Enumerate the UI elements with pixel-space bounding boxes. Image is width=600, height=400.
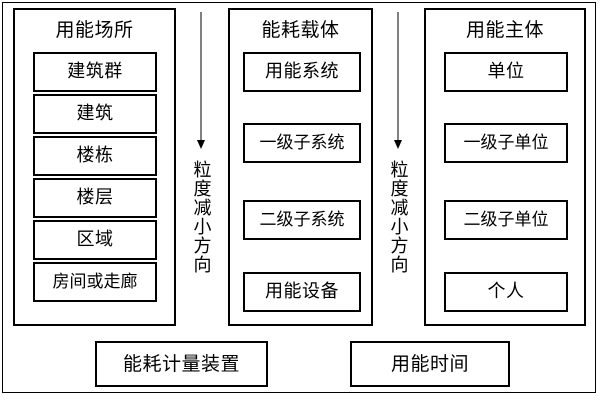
subject-item-individual[interactable]: 个人 — [444, 272, 568, 312]
panel-energy-place: 用能场所 建筑群 建筑 楼栋 楼层 区域 房间或走廊 — [13, 8, 176, 326]
arrow-line-icon — [200, 12, 202, 145]
arrow-head-down-icon — [394, 140, 402, 149]
carrier-item-energy-system[interactable]: 用能系统 — [243, 52, 361, 92]
place-item-zone[interactable]: 区域 — [33, 220, 157, 260]
panel-energy-carrier: 能耗载体 用能系统 一级子系统 二级子系统 用能设备 — [228, 8, 373, 326]
granularity-arrow-1: 粒度减小方向 — [178, 8, 224, 326]
carrier-item-level1-subsystem[interactable]: 一级子系统 — [243, 123, 361, 163]
place-item-floor[interactable]: 楼层 — [33, 178, 157, 218]
subject-item-level2-suborganization[interactable]: 二级子单位 — [444, 200, 568, 240]
bottom-box-energy-use-time[interactable]: 用能时间 — [350, 341, 510, 387]
panel-title-energy-place: 用能场所 — [55, 19, 134, 41]
granularity-arrow-1-label: 粒度减小方向 — [190, 160, 212, 274]
bottom-box-energy-metering-device[interactable]: 能耗计量装置 — [95, 341, 268, 387]
place-item-building-group[interactable]: 建筑群 — [33, 52, 157, 92]
panel-title-energy-carrier: 能耗载体 — [261, 19, 340, 41]
carrier-item-energy-equipment[interactable]: 用能设备 — [243, 272, 361, 312]
place-item-building[interactable]: 建筑 — [33, 94, 157, 134]
place-item-room-or-corridor[interactable]: 房间或走廊 — [33, 262, 157, 302]
carrier-item-level2-subsystem[interactable]: 二级子系统 — [243, 200, 361, 240]
panel-energy-subject: 用能主体 单位 一级子单位 二级子单位 个人 — [424, 8, 586, 326]
subject-item-organization[interactable]: 单位 — [444, 52, 568, 92]
outer-frame — [2, 2, 596, 393]
place-item-block[interactable]: 楼栋 — [33, 136, 157, 176]
arrow-head-down-icon — [197, 140, 205, 149]
subject-item-level1-suborganization[interactable]: 一级子单位 — [444, 123, 568, 163]
arrow-line-icon — [397, 12, 399, 145]
granularity-arrow-2: 粒度减小方向 — [375, 8, 421, 326]
panel-title-energy-subject: 用能主体 — [465, 19, 544, 41]
granularity-arrow-2-label: 粒度减小方向 — [387, 160, 409, 274]
